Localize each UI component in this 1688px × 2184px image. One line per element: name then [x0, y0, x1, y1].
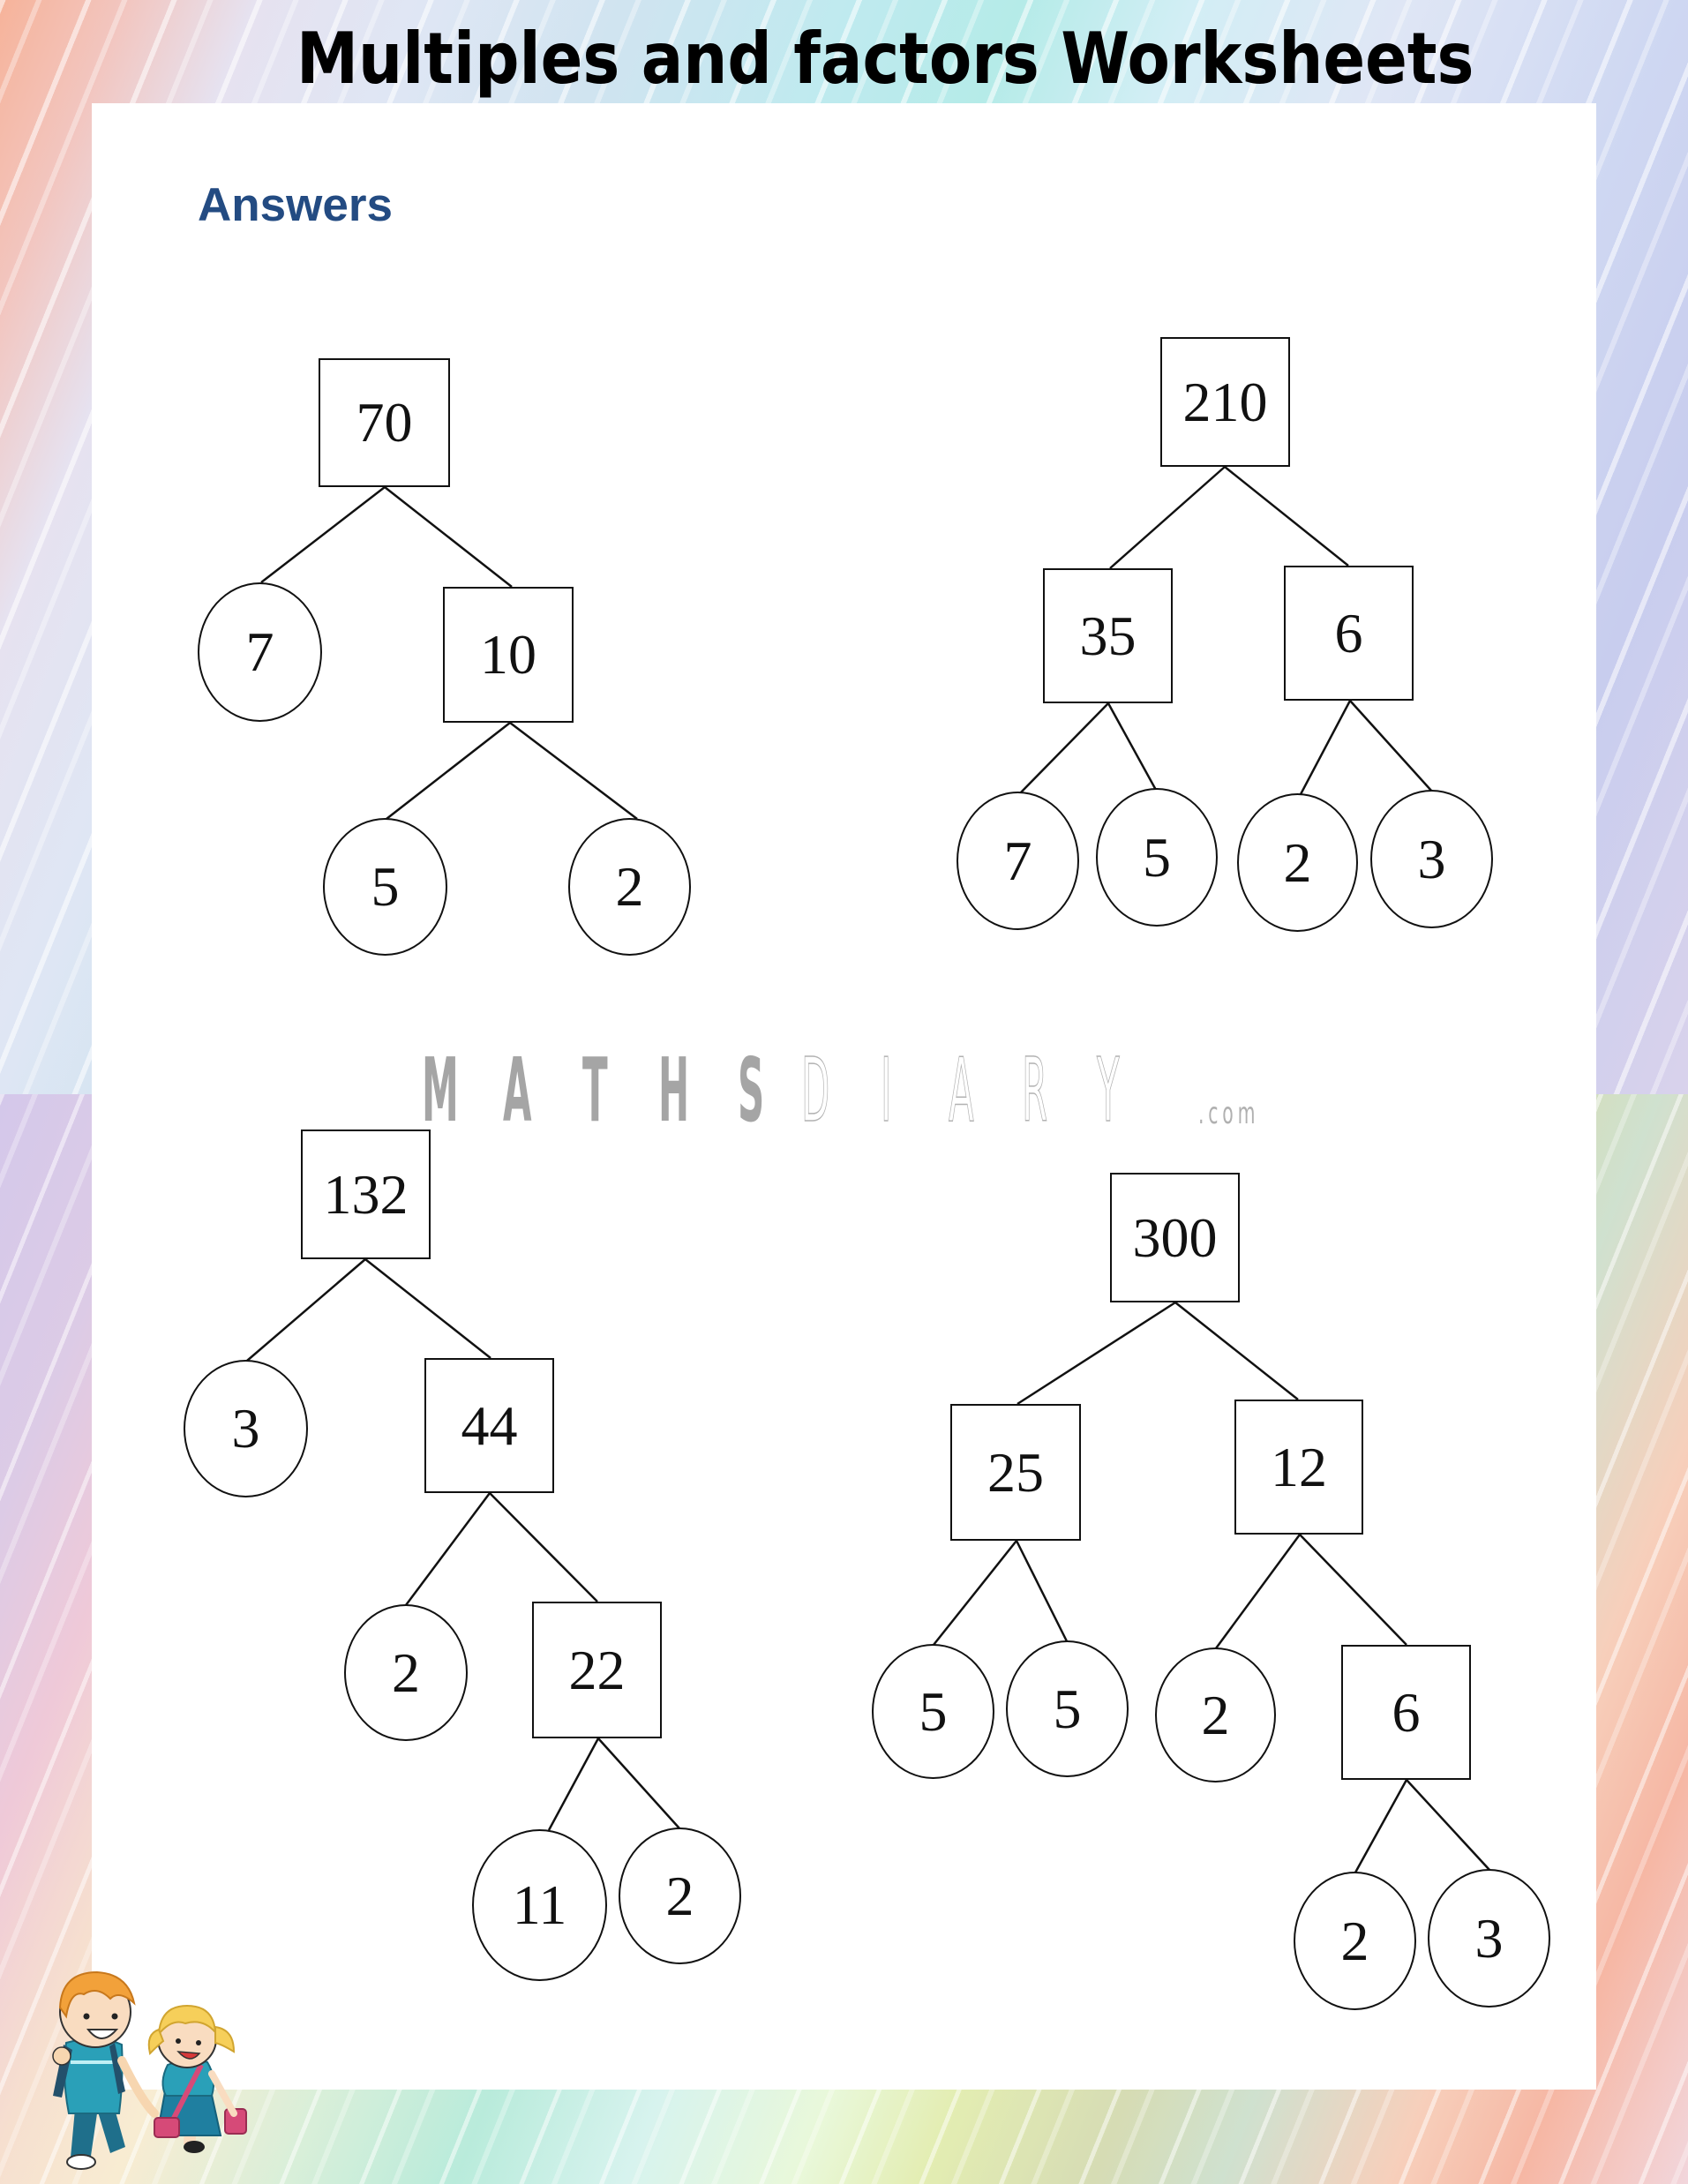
tree-node-box: 210	[1160, 337, 1290, 467]
tree-node-box: 6	[1341, 1645, 1471, 1780]
tree-node-box: 10	[443, 587, 574, 723]
tree-node-box: 70	[319, 358, 450, 487]
tree-node-box: 300	[1110, 1173, 1240, 1302]
tree-node-circle: 11	[472, 1829, 607, 1981]
tree-node-circle: 2	[1294, 1872, 1416, 2010]
watermark-letter: A	[949, 1039, 974, 1142]
watermark-letter: M	[422, 1039, 459, 1142]
watermark-letter: D	[801, 1039, 830, 1142]
tree-node-box: 22	[532, 1602, 662, 1738]
tree-node-circle: 7	[957, 792, 1079, 930]
answers-heading: Answers	[198, 179, 393, 231]
tree-node-circle: 3	[1428, 1869, 1550, 2008]
watermark-letter: I	[881, 1039, 892, 1142]
watermark-suffix: .com	[1198, 1096, 1260, 1131]
tree-node-circle: 2	[1237, 793, 1358, 932]
watermark-letter: H	[658, 1039, 690, 1142]
tree-node-box: 6	[1284, 566, 1414, 701]
tree-node-box: 25	[950, 1404, 1081, 1541]
tree-node-circle: 5	[323, 818, 447, 956]
children-walking-illustration-icon	[52, 1970, 247, 2170]
tree-node-circle: 3	[1370, 790, 1493, 928]
watermark-letter: Y	[1097, 1039, 1120, 1142]
tree-node-circle: 5	[872, 1644, 994, 1779]
tree-node-circle: 2	[344, 1604, 468, 1741]
tree-node-box: 12	[1234, 1400, 1363, 1535]
watermark-letter: T	[582, 1039, 608, 1142]
tree-node-circle: 2	[1155, 1647, 1276, 1782]
tree-node-box: 35	[1043, 568, 1173, 703]
tree-node-circle: 2	[568, 818, 691, 956]
watermark-letter: S	[738, 1039, 765, 1142]
tree-node-box: 132	[301, 1130, 431, 1259]
tree-node-circle: 5	[1096, 788, 1218, 927]
tree-node-circle: 5	[1006, 1640, 1129, 1777]
boy-figure	[52, 1970, 159, 2170]
mathsdiary-watermark: M A T H S D I A R Y .com	[422, 1039, 1304, 1142]
tree-node-circle: 7	[198, 582, 322, 722]
tree-node-box: 44	[424, 1358, 554, 1493]
watermark-letter: A	[503, 1039, 532, 1142]
tree-node-circle: 2	[619, 1828, 741, 1964]
watermark-letter: R	[1022, 1039, 1048, 1142]
girl-figure	[147, 2004, 247, 2153]
tree-node-circle: 3	[184, 1360, 308, 1497]
